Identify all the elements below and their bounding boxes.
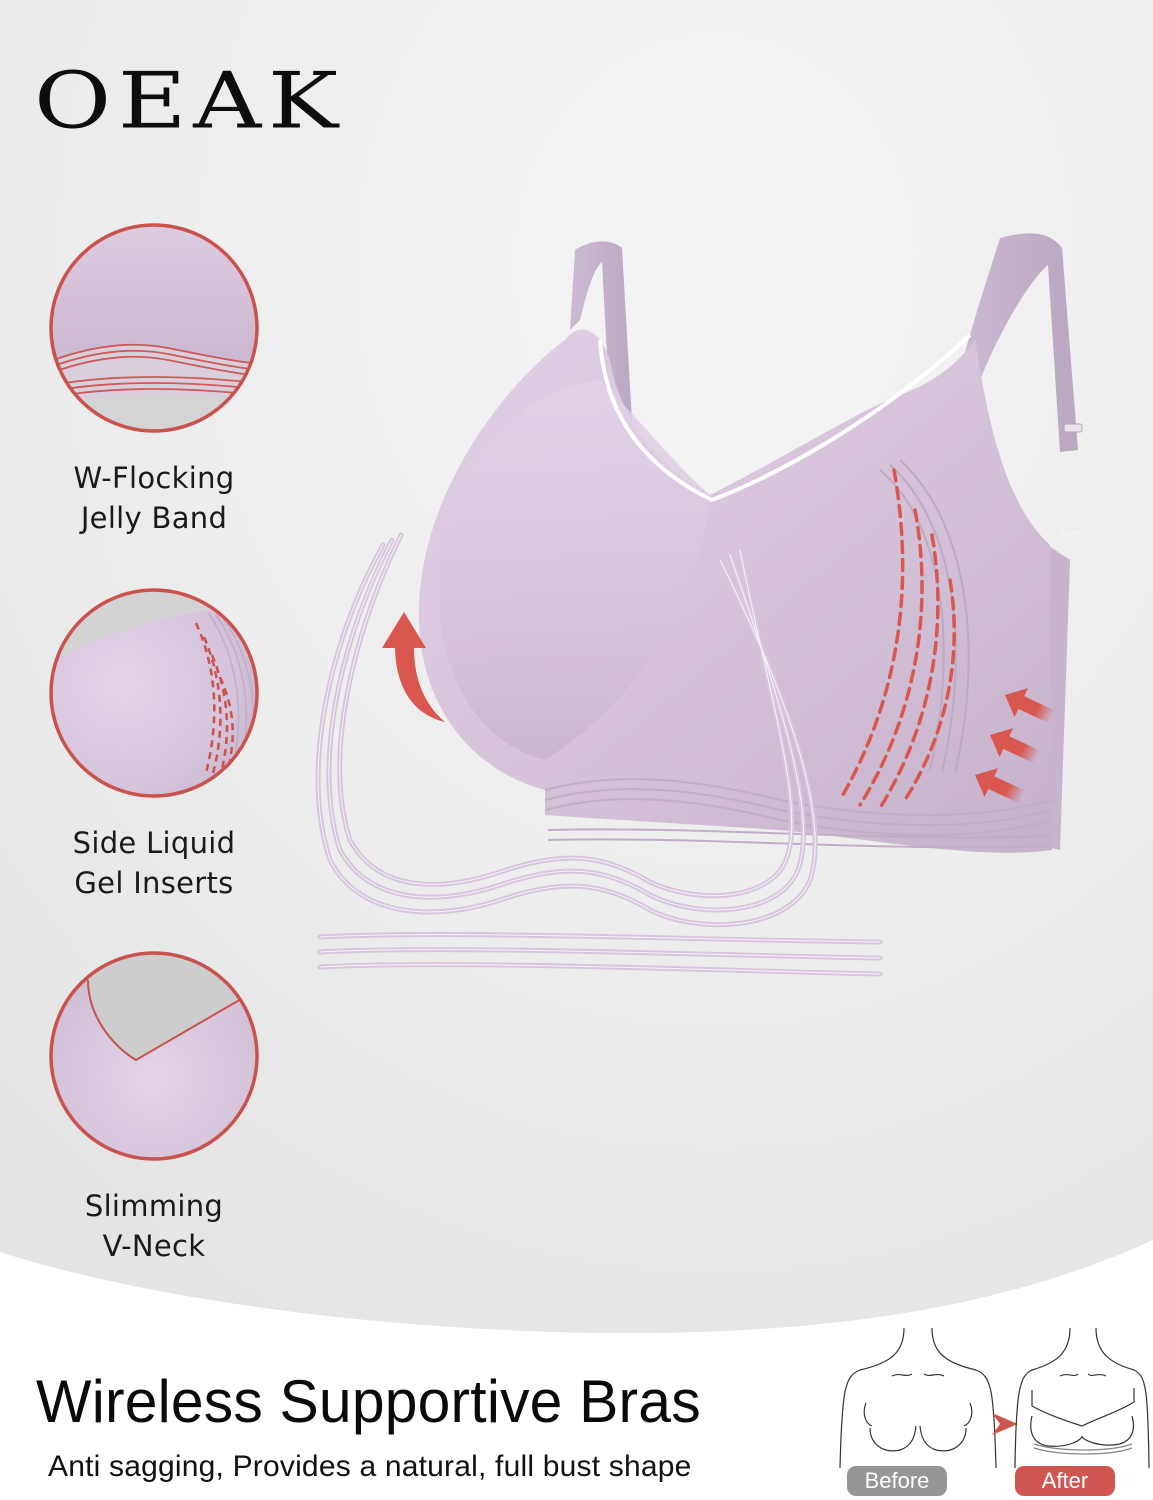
right-arrow-icon [992,1413,1018,1435]
feature-gel-inserts: Side Liquid Gel Inserts [46,587,262,903]
support-wire-lines-icon [315,532,883,977]
feature-jelly-band: W-Flocking Jelly Band [46,222,262,538]
feature-label-line1: W-Flocking [73,461,235,495]
after-label: After [1015,1466,1115,1496]
subline: Anti sagging, Provides a natural, full b… [48,1450,692,1483]
before-torso-sketch-icon [839,1327,997,1469]
bra-product-illustration [315,233,1083,977]
feature-label-line2: Jelly Band [80,501,228,535]
v-neckline-icon [49,951,259,1161]
before-label: Before [847,1466,947,1496]
feature-label-line2: Gel Inserts [74,866,234,900]
feature-label: W-Flocking Jelly Band [46,458,262,538]
side-push-arrows-icon [975,688,1056,804]
before-after-comparison [820,1318,1153,1500]
feature-label-line1: Side Liquid [72,826,236,860]
feature-v-neck: Slimming V-Neck [46,950,262,1266]
after-torso-sketch-icon [1014,1327,1150,1469]
headline: Wireless Supportive Bras [36,1368,701,1435]
feature-label-line1: Slimming [84,1189,224,1223]
dashed-side-seam-icon [49,588,259,798]
feature-label: Side Liquid Gel Inserts [46,823,262,903]
brand-logo: OEAK [34,55,345,146]
lift-up-arrow-icon [382,612,445,722]
feature-label: Slimming V-Neck [46,1186,262,1266]
wavy-band-lines-icon [49,223,259,433]
feature-label-line2: V-Neck [102,1229,206,1263]
